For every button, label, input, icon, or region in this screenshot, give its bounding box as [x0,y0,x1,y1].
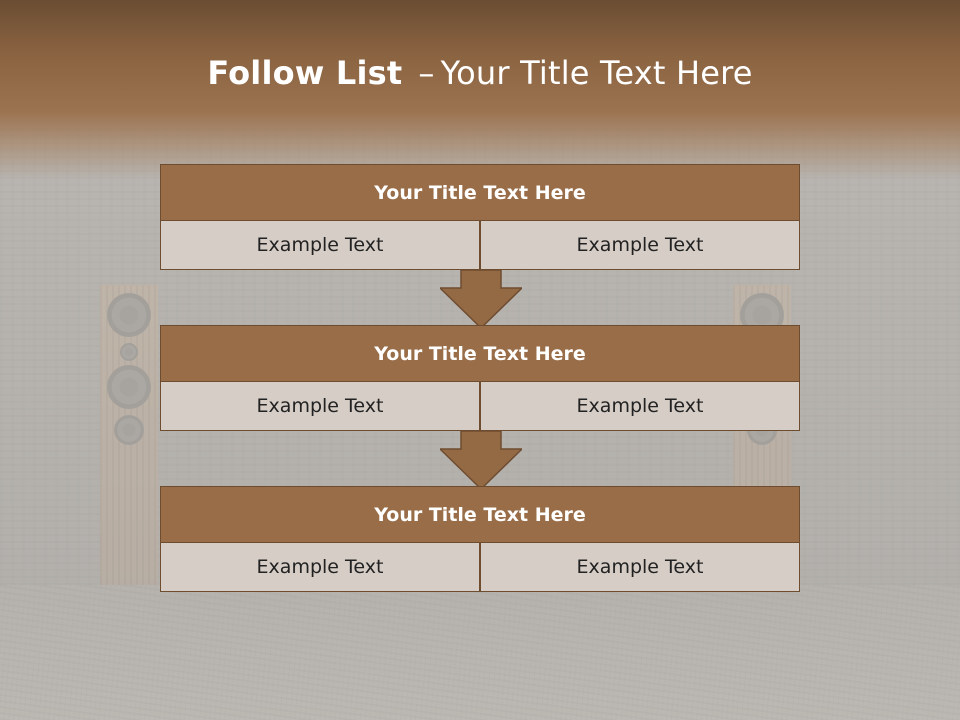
block-title: Your Title Text Here [160,164,800,221]
block-cell-right: Example Text [480,382,800,431]
follow-block-1: Your Title Text Here Example Text Exampl… [160,164,800,270]
follow-block-3: Your Title Text Here Example Text Exampl… [160,486,800,592]
header-band [0,0,960,180]
block-cell-left: Example Text [160,382,480,431]
block-cell-right: Example Text [480,543,800,592]
block-title: Your Title Text Here [160,486,800,543]
down-arrow-icon [440,431,522,491]
block-row: Example Text Example Text [160,382,800,431]
title-bold-part: Follow List [207,54,403,92]
block-cell-left: Example Text [160,221,480,270]
block-row: Example Text Example Text [160,221,800,270]
block-cell-left: Example Text [160,543,480,592]
down-arrow-icon [440,270,522,330]
follow-block-2: Your Title Text Here Example Text Exampl… [160,325,800,431]
title-rest: Your Title Text Here [440,54,753,92]
title-separator: – [418,54,435,92]
page-title: Follow List–Your Title Text Here [0,54,960,92]
block-cell-right: Example Text [480,221,800,270]
block-title: Your Title Text Here [160,325,800,382]
block-row: Example Text Example Text [160,543,800,592]
